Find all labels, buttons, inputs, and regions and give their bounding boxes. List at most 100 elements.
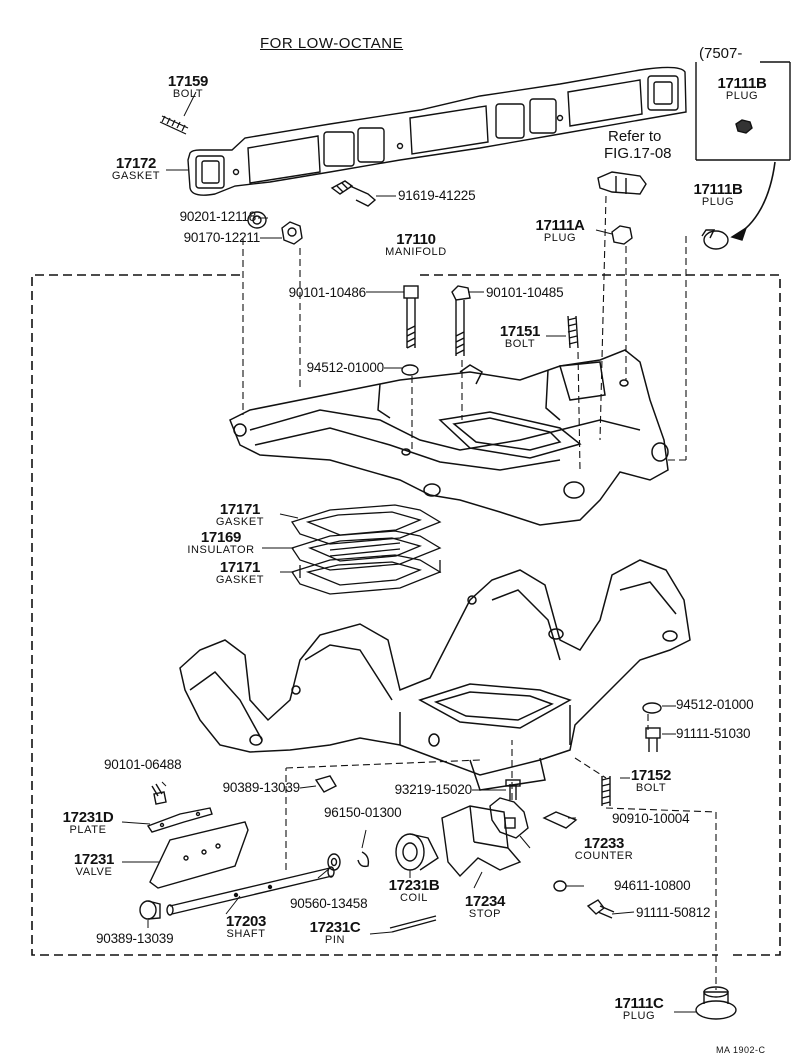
plug-17111c [695, 986, 737, 1020]
pn-91619-41225[interactable]: 91619-41225 [398, 188, 476, 203]
part-label-17111b[interactable]: 17111B PLUG [690, 182, 746, 208]
part-name: BOLT [172, 88, 204, 100]
pn-90101-10486[interactable]: 90101-10486 [288, 285, 367, 300]
part-name: SHAFT [226, 928, 266, 940]
part-number: 17152 [630, 767, 672, 784]
pn-93219-15020[interactable]: 93219-15020 [394, 782, 473, 797]
part-label-17110[interactable]: 17110 MANIFOLD [366, 232, 466, 258]
bolt-90101-06488 [151, 783, 167, 805]
part-label-17169[interactable]: 17169 INSULATOR [180, 530, 262, 556]
bolt-93219 [505, 779, 521, 800]
washer-90910 [542, 811, 578, 829]
part-label-17152[interactable]: 17152 BOLT [624, 768, 678, 794]
inset-box [695, 61, 791, 161]
washer-94512-upper [401, 364, 419, 376]
part-number: 17231D [62, 809, 114, 826]
pn-90101-10485[interactable]: 90101-10485 [486, 285, 564, 300]
part-name: PLUG [701, 196, 735, 208]
lower-manifold [179, 559, 691, 791]
part-name: COUNTER [574, 850, 634, 862]
part-label-17111a[interactable]: 17111A PLUG [524, 218, 596, 244]
part-label-17172[interactable]: 17172 GASKET [106, 156, 166, 182]
pn-94512-01000-upper[interactable]: 94512-01000 [306, 360, 385, 375]
part-label-17171-lower[interactable]: 17171 GASKET [200, 560, 280, 586]
part-name: MANIFOLD [385, 246, 447, 258]
part-name: PLUG [725, 90, 759, 102]
pn-90389-13039-upper[interactable]: 90389-13039 [222, 780, 301, 795]
pn-96150-01300[interactable]: 96150-01300 [324, 805, 402, 820]
part-number: 17234 [464, 893, 506, 910]
footer-code: MA 1902-C [716, 1045, 766, 1055]
pn-91111-51030[interactable]: 91111-51030 [676, 726, 751, 741]
stud-17151 [567, 315, 579, 349]
part-label-17203[interactable]: 17203 SHAFT [216, 914, 276, 940]
part-name: STOP [468, 908, 502, 920]
part-label-17234[interactable]: 17234 STOP [458, 894, 512, 920]
pn-90101-06488[interactable]: 90101-06488 [104, 757, 182, 772]
part-number: 17159 [167, 73, 209, 90]
part-label-17111b-inset[interactable]: 17111B PLUG [712, 76, 772, 102]
part-number: 17203 [225, 913, 267, 930]
part-number: 17111C [614, 995, 664, 1012]
counter-17233 [489, 797, 529, 839]
washer-96150 [357, 851, 370, 868]
part-name: BOLT [635, 782, 667, 794]
part-label-17111c[interactable]: 17111C PLUG [604, 996, 674, 1022]
part-name: COIL [399, 892, 429, 904]
washer-90201 [247, 211, 267, 229]
part-number: 17231B [388, 877, 440, 894]
pn-90389-13039-lower[interactable]: 90389-13039 [96, 931, 174, 946]
plug-17111b [701, 229, 729, 250]
part-name: INSULATOR [187, 544, 255, 556]
part-label-17171-upper[interactable]: 17171 GASKET [200, 502, 280, 528]
part-number: 17111A [535, 217, 585, 234]
inset-header: (7507- [699, 45, 743, 62]
bushing-90389-upper [314, 775, 337, 793]
part-label-17231d[interactable]: 17231D PLATE [54, 810, 122, 836]
part-label-17231c[interactable]: 17231C PIN [300, 920, 370, 946]
pn-94512-01000-lower[interactable]: 94512-01000 [676, 697, 754, 712]
part-name: BOLT [504, 338, 536, 350]
part-number: 17110 [396, 231, 436, 248]
part-name: VALVE [75, 866, 113, 878]
part-label-17151[interactable]: 17151 BOLT [494, 324, 546, 350]
washer-94512-lower [642, 702, 662, 714]
pn-90201-12118[interactable]: 90201-12118 [179, 209, 257, 224]
insulator-stack [290, 504, 442, 595]
bolt-90101-10486 [403, 285, 419, 349]
pn-94611-10800[interactable]: 94611-10800 [614, 878, 691, 893]
bolt-17159 [159, 115, 189, 135]
part-number: 17231 [73, 851, 115, 868]
part-label-17233[interactable]: 17233 COUNTER [566, 836, 642, 862]
stop-17234 [441, 805, 522, 878]
part-name: PLATE [69, 824, 107, 836]
stud-17152 [601, 776, 611, 806]
bolt-91619 [330, 180, 377, 207]
refer-line-1: Refer to [608, 128, 662, 145]
part-name: PIN [324, 934, 346, 946]
part-number: 17231C [309, 919, 361, 936]
part-number: 17233 [583, 835, 625, 852]
part-name: GASKET [111, 170, 161, 182]
pn-90560-13458[interactable]: 90560-13458 [290, 896, 368, 911]
pn-90170-12211[interactable]: 90170-12211 [183, 230, 261, 245]
plate-17231d [146, 807, 213, 833]
fitting-refer [597, 171, 647, 195]
pn-91111-50812[interactable]: 91111-50812 [636, 905, 711, 920]
leader-lines [121, 91, 696, 1013]
shaft-17203 [166, 866, 335, 916]
part-name: PLUG [543, 232, 577, 244]
part-number: 17171 [219, 501, 261, 518]
valve-17231 [149, 821, 249, 889]
part-number: 17111B [693, 181, 743, 198]
pn-90910-10004[interactable]: 90910-10004 [612, 811, 690, 826]
bolt-91111-51030 [645, 727, 661, 752]
guide-lines [242, 195, 717, 990]
part-number: 17111B [717, 75, 767, 92]
part-label-17231b[interactable]: 17231B COIL [384, 878, 444, 904]
refer-line-2[interactable]: FIG.17-08 [604, 145, 672, 162]
part-label-17159[interactable]: 17159 BOLT [160, 74, 216, 100]
diagram-title: FOR LOW-OCTANE [260, 35, 404, 52]
part-label-17231[interactable]: 17231 VALVE [66, 852, 122, 878]
